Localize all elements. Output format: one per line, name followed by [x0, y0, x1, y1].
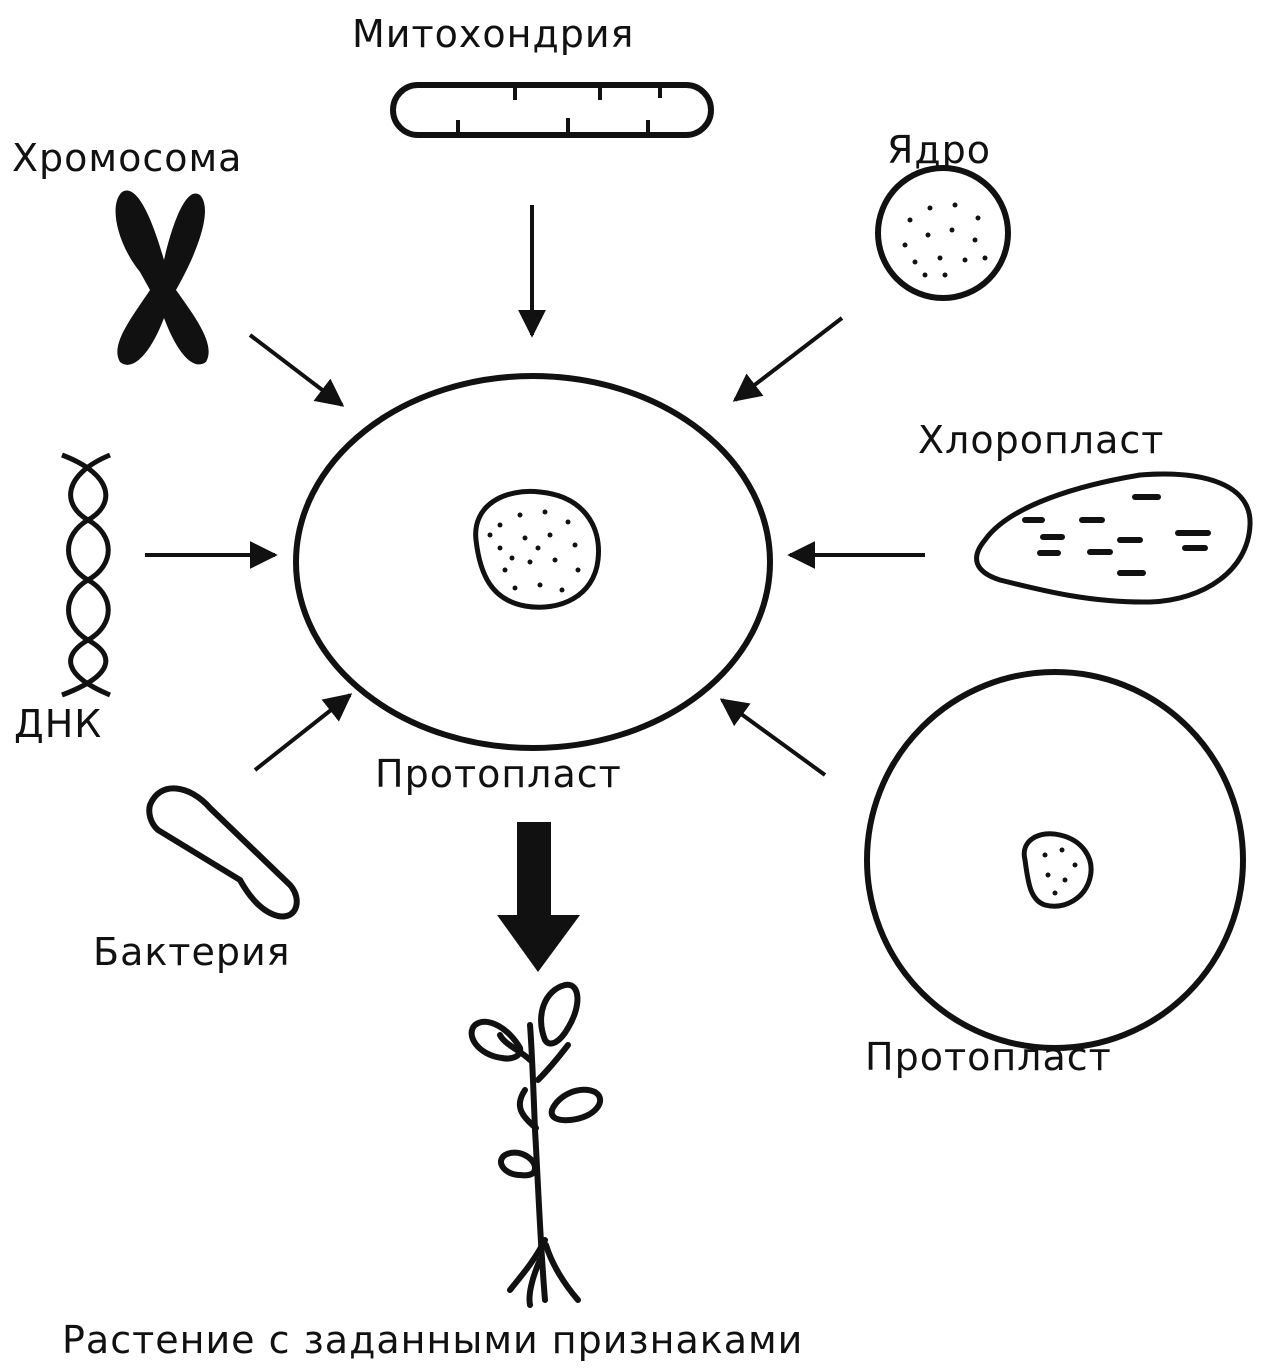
central-protoplast-nucleus	[476, 491, 599, 607]
dna-shape	[62, 455, 110, 695]
label-protoplast-right: Протопласт	[865, 1035, 1112, 1079]
label-protoplast-center: Протопласт	[375, 752, 622, 796]
label-nucleus: Ядро	[887, 128, 991, 172]
bacterium-shape	[149, 788, 296, 916]
result-arrow	[497, 822, 580, 972]
arrow-chromosome	[250, 335, 342, 405]
label-mitochondria: Митохондрия	[352, 12, 634, 56]
label-chromosome: Хромосома	[12, 136, 242, 180]
mitochondria-shape	[393, 85, 711, 135]
nucleus-shape	[878, 168, 1008, 298]
plant-shape	[472, 985, 601, 1305]
arrow-nucleus	[735, 318, 842, 400]
label-bacteria: Бактерия	[93, 930, 291, 974]
label-result: Растение с заданными признаками	[62, 1318, 803, 1362]
arrow-bacterium	[255, 695, 350, 770]
chromosome-shape	[116, 191, 209, 365]
label-dna: ДНК	[14, 702, 102, 746]
chloroplast-shape	[977, 474, 1250, 602]
right-protoplast-nucleus	[1024, 834, 1091, 906]
right-protoplast	[867, 672, 1243, 1048]
central-protoplast	[296, 376, 770, 748]
label-chloroplast: Хлоропласт	[918, 418, 1164, 462]
arrow-right-protoplast	[722, 700, 825, 775]
